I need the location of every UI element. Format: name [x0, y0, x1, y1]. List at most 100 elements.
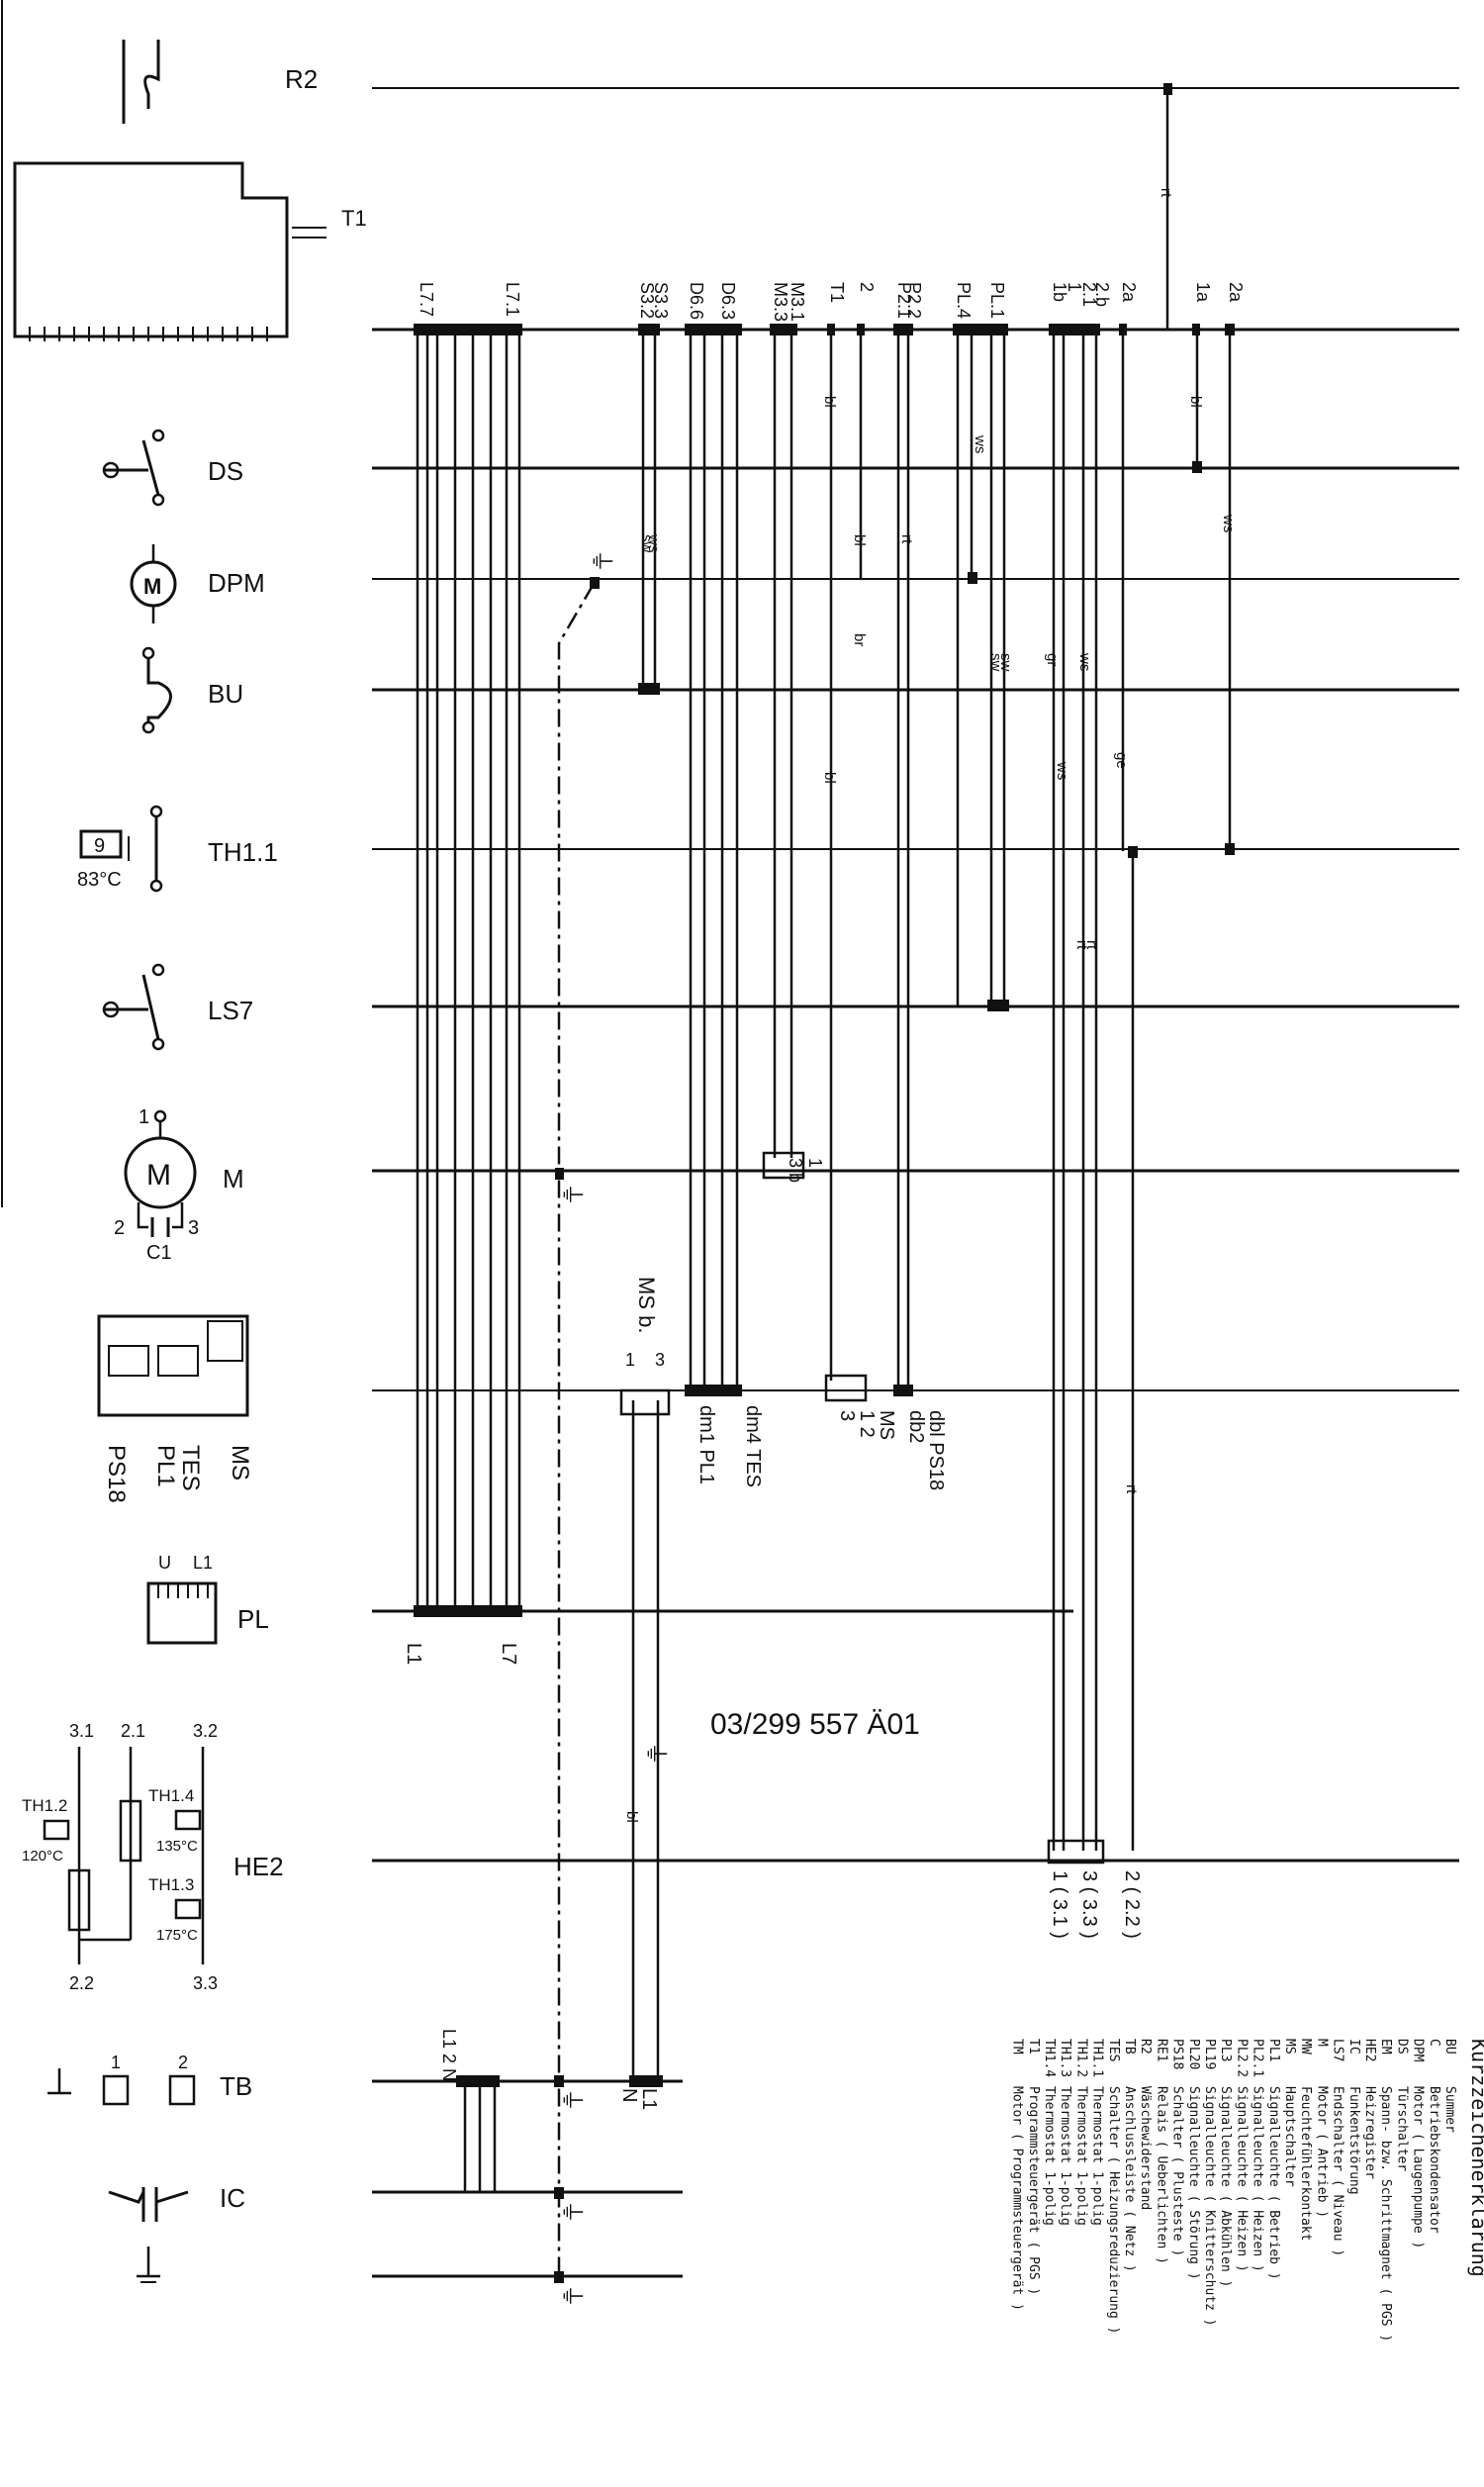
svg-text:⏚: ⏚: [588, 549, 614, 573]
wire-color-label: ws: [972, 434, 988, 453]
svg-text:MS: MS: [227, 1445, 253, 1481]
legend-code: T1: [1026, 2039, 1041, 2055]
wire-color-label: br: [851, 633, 868, 646]
legend-text: Funkentstörung: [1346, 2086, 1361, 2195]
svg-text:⏚: ⏚: [558, 1183, 585, 1206]
top-terminal-label: 2a: [1226, 282, 1246, 303]
svg-text:PL1: PL1: [152, 1445, 179, 1487]
ms-1-label: 1: [625, 1350, 635, 1370]
legend-text: Thermostat 1-polig: [1058, 2086, 1072, 2226]
legend-code: TB: [1122, 2039, 1137, 2055]
wire-color-label: ws: [645, 533, 662, 552]
top-terminal-label: M3.3: [771, 282, 790, 322]
bottom-terminal-labels: L1 L7 MS b. 1 3 dm1 PL1 dm4 TES 3 1 2 MS…: [403, 1158, 1143, 2110]
svg-text:M: M: [146, 1159, 171, 1192]
legend-code: PL3: [1218, 2039, 1233, 2061]
vertical-wire-bundle: [416, 88, 1232, 2276]
legend-text: Motor ( Antrieb ): [1314, 2086, 1329, 2218]
legend-code: MS: [1282, 2039, 1297, 2055]
legend-code: RE1: [1154, 2039, 1168, 2061]
svg-text:1: 1: [139, 1106, 149, 1128]
legend-code: PL2.1: [1251, 2039, 1265, 2077]
wire-color-label: gr: [1044, 653, 1061, 666]
svg-text:L1: L1: [193, 1553, 213, 1573]
svg-text:135°C: 135°C: [156, 1838, 198, 1855]
legend-text: Thermostat 1-polig: [1073, 2086, 1088, 2226]
row-label-th11: TH1.1: [208, 837, 278, 867]
top-terminal-label: S3.2: [637, 282, 657, 319]
tb-terminal-symbol: 1 2: [47, 2053, 196, 2106]
legend-code: PL19: [1202, 2039, 1217, 2069]
legend-text: Motor ( Laugenpumpe ): [1411, 2086, 1426, 2248]
legend-text: Endschalter ( Niveau ): [1331, 2086, 1345, 2256]
legend-text: Heizregister: [1362, 2086, 1377, 2179]
db2-label: db2: [905, 1410, 927, 1443]
dpm-motor-symbol: M: [130, 544, 177, 623]
legend-text: Wäschewiderstand: [1138, 2086, 1153, 2210]
wire-color-label: rt: [1083, 940, 1100, 950]
svg-text:175°C: 175°C: [156, 1927, 198, 1944]
pl-connector-symbol: U L1: [146, 1553, 218, 1645]
svg-text:TH1.2: TH1.2: [22, 1796, 67, 1815]
tb-l1-label: L1: [638, 2088, 660, 2110]
legend-code: TM: [1010, 2039, 1025, 2055]
m-3b-label: 3 b: [786, 1158, 805, 1183]
svg-text:TES: TES: [177, 1445, 204, 1491]
svg-text:2: 2: [178, 2053, 188, 2072]
svg-text:U: U: [158, 1553, 171, 1573]
row-label-r2: R2: [285, 64, 318, 94]
row-labels: R2 DS DPM BU TH1.1 LS7 M PL HE2 TB IC: [208, 64, 318, 2213]
top-terminal-label: T1: [827, 282, 847, 303]
svg-text:⏚: ⏚: [558, 2200, 585, 2224]
legend-code: EM: [1378, 2039, 1393, 2055]
wire-color-label: bl: [821, 772, 838, 784]
r2-symbol: [122, 40, 160, 124]
m-motor-symbol: M 1 2 3 C1: [114, 1106, 199, 1264]
wire-color-label: sw: [638, 534, 655, 553]
top-terminal-label: 1b: [1050, 282, 1069, 302]
svg-text:2.1: 2.1: [121, 1721, 145, 1741]
svg-text:3.2: 3.2: [193, 1721, 218, 1741]
wire-color-label: sw: [997, 653, 1014, 672]
svg-text:M: M: [143, 574, 161, 599]
legend-code: TH1.2: [1073, 2039, 1088, 2077]
legend-code: BU: [1442, 2039, 1457, 2055]
top-terminal-label: 2a: [1119, 282, 1139, 303]
earth-markers: ⏚ ⏚ ⏚ ⏚ ⏚ ⏚: [558, 549, 669, 2308]
th11-temp: 83°C: [77, 869, 122, 891]
legend-text: Signalleuchte ( Knitterschutz ): [1202, 2086, 1217, 2327]
wire-color-label: rt: [898, 534, 915, 544]
control-board-symbol: PS18 PL1 TES MS: [97, 1314, 253, 1503]
legend-code: TH1.1: [1090, 2039, 1105, 2077]
top-terminal-label: L7.7: [417, 282, 436, 317]
legend-code: DPM: [1411, 2039, 1426, 2062]
row-label-m: M: [223, 1164, 244, 1194]
dm4-tes-label: dm4 TES: [742, 1405, 764, 1487]
svg-text:3.1: 3.1: [69, 1721, 94, 1741]
dm1-pl1-label: dm1 PL1: [696, 1405, 717, 1484]
legend-code: PL20: [1186, 2039, 1201, 2069]
he-1-label: 1 ( 3.1 ): [1049, 1870, 1070, 1939]
legend-text: Thermostat 1-polig: [1090, 2086, 1105, 2226]
legend-text: Hauptschalter: [1282, 2086, 1297, 2187]
top-terminal-label: 2.b: [1092, 282, 1112, 307]
legend-block: KurzzeichenerklärungBUSummerCBetriebskon…: [1010, 2039, 1484, 2342]
legend-text: Spann- bzw. Schrittmagnet ( PGS ): [1378, 2086, 1393, 2342]
tb-group-label: L1 2 N: [439, 2029, 459, 2081]
legend-text: Signalleuchte ( Heizen ): [1234, 2086, 1249, 2272]
connector-markers: [414, 83, 1235, 2283]
svg-text:3.3: 3.3: [193, 1973, 218, 1993]
legend-text: Signalleuchte ( Heizen ): [1251, 2086, 1265, 2272]
ms-3b-label: 3: [836, 1410, 858, 1421]
legend-text: Thermostat 1-polig: [1042, 2086, 1057, 2226]
top-terminal-label: 2.1: [1079, 282, 1099, 307]
row-label-pl: PL: [237, 1604, 269, 1634]
ms-lbl: MS: [876, 1410, 897, 1440]
top-terminal-label: L7.1: [503, 282, 522, 317]
document-number: 03/299 557 Ä01: [710, 1708, 920, 1741]
legend-code: R2: [1138, 2039, 1153, 2055]
th11-thermostat-symbol: 9 83°C: [77, 805, 163, 893]
ground-icon: [137, 2247, 160, 2283]
wire-color-label: bl: [623, 1811, 640, 1823]
